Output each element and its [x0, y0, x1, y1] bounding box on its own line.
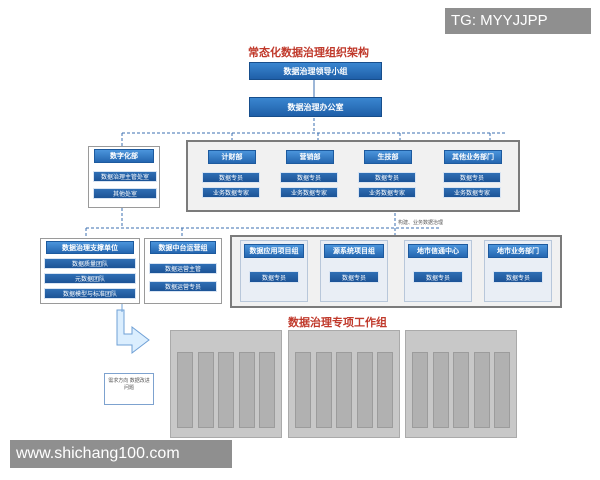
- platform-center-head: 数据中台运营组: [150, 241, 216, 254]
- business-unit-head-2: 生技部: [364, 150, 412, 164]
- digital-dept-sub-1: 数据治理主管处室: [93, 171, 157, 182]
- platform-sub-1: 数据运营主管: [149, 263, 217, 274]
- taskforce-group-0-column-1: [197, 352, 214, 428]
- business-unit-head-0: 计财部: [208, 150, 256, 164]
- business-unit-head-3: 其他业务部门: [444, 150, 502, 164]
- taskforce-group-0-column-0: [177, 352, 193, 428]
- taskforce-title: 数据治理专项工作组: [288, 316, 387, 329]
- taskforce-group-2-column-3: [473, 352, 490, 428]
- project-head-1: 源系统项目组: [324, 244, 384, 258]
- governance-office-box: 数据治理办公室: [249, 97, 382, 117]
- taskforce-group-1-column-2: [336, 352, 352, 428]
- support-sub-2: 元数据团队: [44, 273, 136, 284]
- project-head-3: 地市业务部门: [488, 244, 548, 258]
- taskforce-group-0-column-2: [218, 352, 234, 428]
- taskforce-group-1-column-1: [315, 352, 332, 428]
- business-governance-label: 构建、业务数据治理: [398, 220, 444, 226]
- support-center-head: 数据治理支撑单位: [46, 241, 134, 254]
- taskforce-group-2-column-0: [412, 352, 428, 428]
- project-sub-3: 数据专员: [493, 271, 543, 283]
- project-sub-2: 数据专员: [413, 271, 463, 283]
- business-unit-2-sub-2: 业务数据专家: [358, 187, 416, 198]
- taskforce-group-2-column-1: [432, 352, 449, 428]
- taskforce-group-0-column-3: [238, 352, 255, 428]
- business-unit-3-sub-2: 业务数据专家: [443, 187, 501, 198]
- leadership-group-box: 数据治理领导小组: [249, 62, 382, 80]
- demand-note: 需求方向 数据改进 问题: [104, 373, 154, 405]
- business-unit-1-sub-1: 数据专员: [280, 172, 338, 183]
- taskforce-group-2-column-2: [453, 352, 469, 428]
- project-sub-1: 数据专员: [329, 271, 379, 283]
- business-unit-1-sub-2: 业务数据专家: [280, 187, 338, 198]
- taskforce-group-1-column-0: [295, 352, 311, 428]
- project-sub-0: 数据专员: [249, 271, 299, 283]
- taskforce-group-1-column-4: [377, 352, 393, 428]
- business-unit-0-sub-1: 数据专员: [202, 172, 260, 183]
- business-unit-0-sub-2: 业务数据专家: [202, 187, 260, 198]
- support-sub-1: 数据质量团队: [44, 258, 136, 269]
- support-sub-3: 数据模型与标准团队: [44, 288, 136, 299]
- watermark-top: TG: MYYJJPP: [445, 8, 591, 34]
- digital-department-head: 数字化部: [94, 149, 154, 163]
- business-unit-2-sub-1: 数据专员: [358, 172, 416, 183]
- digital-dept-sub-2: 其他处室: [93, 188, 157, 199]
- diagram-title: 常态化数据治理组织架构: [248, 46, 369, 59]
- business-unit-3-sub-1: 数据专员: [443, 172, 501, 183]
- taskforce-group-1-column-3: [356, 352, 373, 428]
- taskforce-group-0-column-4: [259, 352, 275, 428]
- watermark-bottom: www.shichang100.com: [10, 440, 232, 468]
- project-head-0: 数据应用项目组: [244, 244, 304, 258]
- project-head-2: 地市信通中心: [408, 244, 468, 258]
- platform-sub-2: 数据运营专员: [149, 281, 217, 292]
- business-unit-head-1: 营销部: [286, 150, 334, 164]
- taskforce-group-2-column-4: [494, 352, 510, 428]
